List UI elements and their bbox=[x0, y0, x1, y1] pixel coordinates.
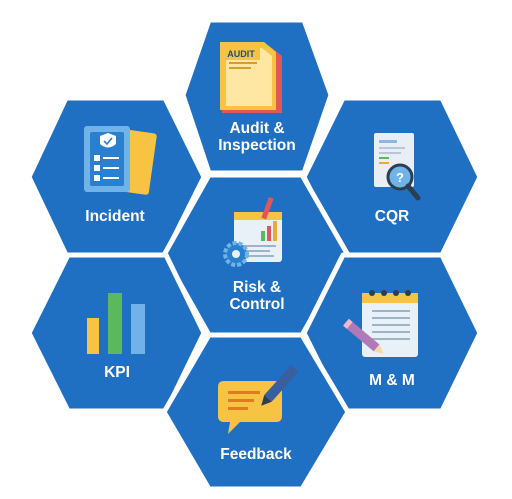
kpi-bar-chart-icon bbox=[87, 293, 145, 354]
label-audit-line1: Audit & bbox=[229, 120, 284, 137]
incident-checklist-icon bbox=[84, 126, 157, 195]
label-risk-line1: Risk & bbox=[233, 279, 281, 296]
audit-icon-text: AUDIT bbox=[227, 49, 255, 59]
feedback-chat-pen-icon bbox=[218, 365, 299, 434]
cqr-document-search-icon: ? bbox=[374, 133, 421, 201]
label-audit-line2: Inspection bbox=[218, 137, 296, 154]
label-kpi: KPI bbox=[104, 364, 130, 381]
label-mm: M & M bbox=[369, 372, 415, 389]
svg-text:?: ? bbox=[396, 170, 404, 185]
label-cqr: CQR bbox=[375, 208, 409, 225]
notepad-pencil-icon bbox=[343, 290, 418, 357]
risk-control-dashboard-icon bbox=[223, 196, 282, 267]
audit-folder-icon: AUDIT bbox=[220, 42, 282, 113]
label-risk-line2: Control bbox=[229, 296, 284, 313]
label-feedback: Feedback bbox=[220, 446, 292, 463]
label-incident: Incident bbox=[85, 208, 144, 225]
